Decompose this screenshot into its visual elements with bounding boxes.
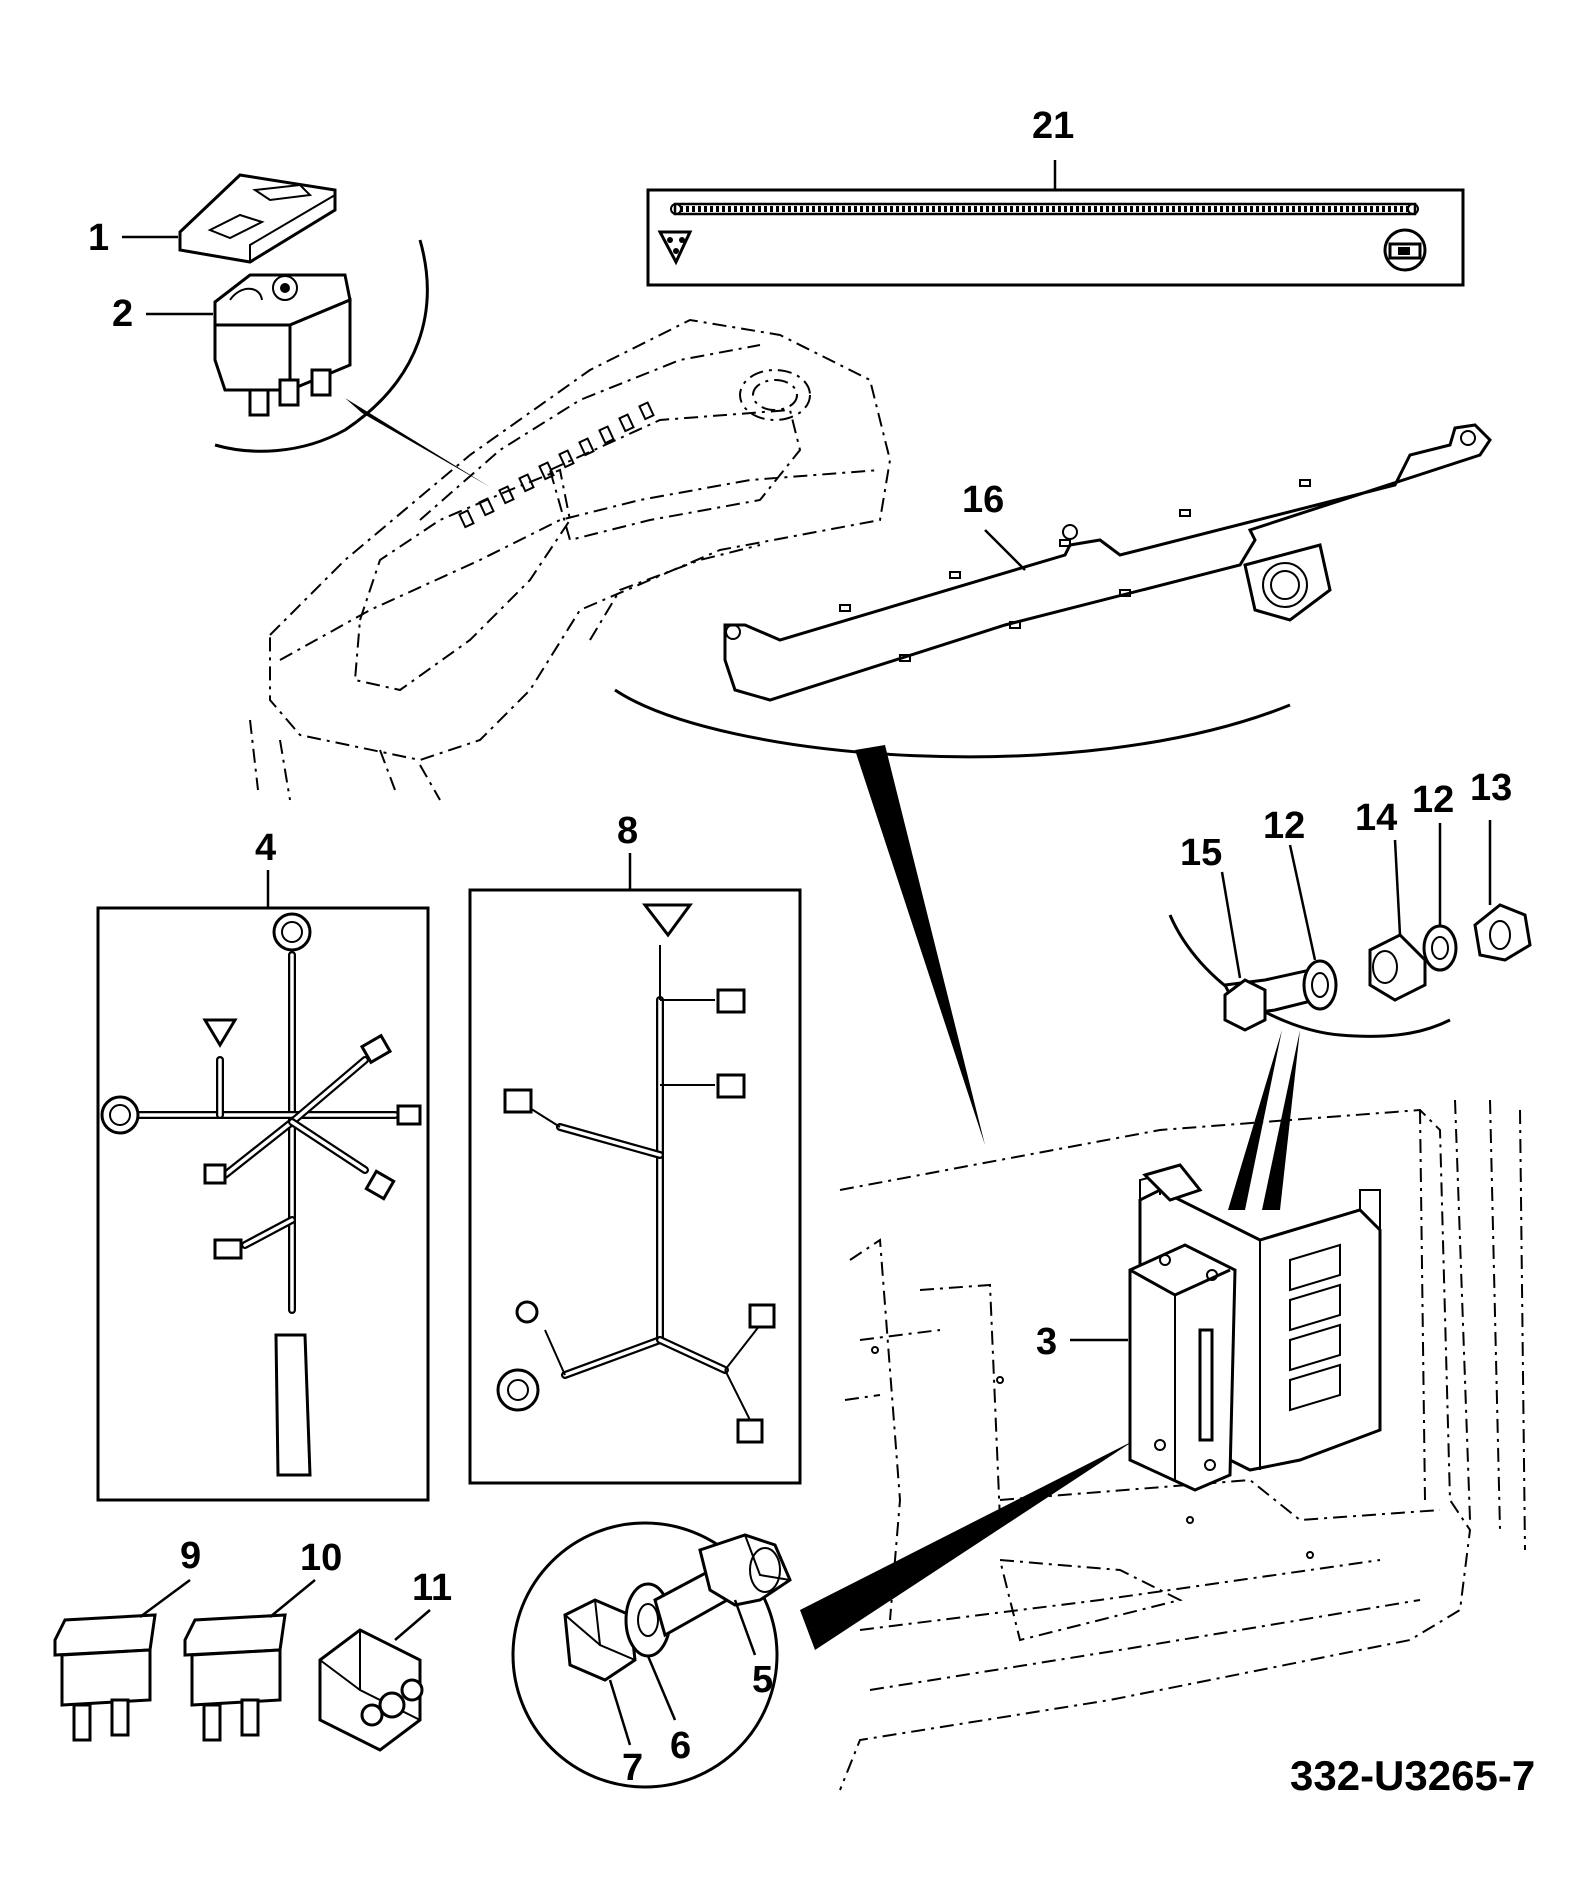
part-2-rocker-switch <box>213 273 352 417</box>
callout-11: 11 <box>412 1567 452 1609</box>
part-7-hex-bolt <box>563 1598 637 1682</box>
part-8-wiring-harness <box>468 853 802 1485</box>
part-12-washer-b <box>1422 924 1458 972</box>
callout-12-b: 12 <box>1412 779 1454 821</box>
callout-8: 8 <box>617 810 638 852</box>
part-10-blade-fuse <box>183 1613 287 1742</box>
part-5-clip-nut <box>698 1533 792 1607</box>
callout-21: 21 <box>1032 105 1074 147</box>
callout-7: 7 <box>622 1747 643 1789</box>
part-9-blade-fuse <box>53 1613 157 1742</box>
drawing-number: 332-U3265-7 <box>1290 1752 1535 1799</box>
callout-4: 4 <box>255 827 276 869</box>
part-1-switch-cap <box>178 173 337 264</box>
part-4-wiring-harness <box>96 870 430 1502</box>
part-15-hex-bolt <box>1222 968 1317 1032</box>
callout-13: 13 <box>1470 767 1512 809</box>
callout-6: 6 <box>670 1725 691 1767</box>
callout-10: 10 <box>300 1537 342 1579</box>
callout-5: 5 <box>752 1659 773 1701</box>
console-switch-slots <box>458 401 655 529</box>
part-16-mounting-bracket <box>723 423 1492 702</box>
callout-1: 1 <box>88 217 109 259</box>
part-14-spacer-sleeve <box>1368 933 1427 1002</box>
part-11-connector <box>318 1628 424 1752</box>
part-3-control-unit <box>1128 1243 1237 1492</box>
callout-3: 3 <box>1036 1321 1057 1363</box>
callout-2: 2 <box>112 293 133 335</box>
callout-12-a: 12 <box>1263 805 1305 847</box>
part-21-harness-strip <box>646 160 1465 287</box>
callout-15: 15 <box>1180 832 1222 874</box>
callout-14: 14 <box>1355 797 1397 839</box>
cab-chassis <box>839 1099 1526 1791</box>
part-13-flange-nut <box>1473 903 1532 962</box>
callout-16: 16 <box>962 479 1004 521</box>
console-housing <box>249 318 892 801</box>
detail-circle-bolt <box>511 1521 779 1789</box>
part-12-washer-a <box>1302 959 1338 1011</box>
callout-9: 9 <box>180 1535 201 1577</box>
